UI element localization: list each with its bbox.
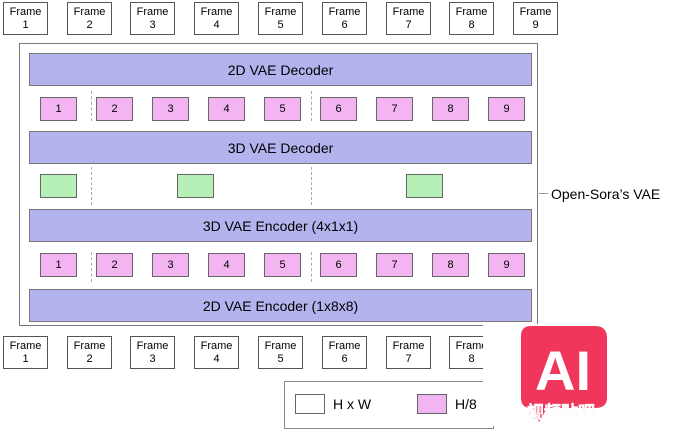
frame-number: 4 xyxy=(213,353,220,365)
group-divider-line xyxy=(311,167,312,205)
compressed-latent xyxy=(40,174,77,198)
frame-number: 3 xyxy=(149,353,156,365)
frame-word: Frame xyxy=(328,340,361,352)
frame-number: 4 xyxy=(213,19,220,31)
frame-word: Frame xyxy=(9,6,42,18)
latent-frame: 5 xyxy=(264,253,301,277)
frame-number: 7 xyxy=(405,19,412,31)
frame-word: Frame xyxy=(392,6,425,18)
latent-frame: 1 xyxy=(40,97,77,121)
legend-h8-label: H/8 xyxy=(455,396,477,412)
latent-frame: 9 xyxy=(488,253,525,277)
latent-frame: 8 xyxy=(432,253,469,277)
logo-ai-text: AI xyxy=(535,339,591,402)
group-divider-line xyxy=(91,91,92,121)
latent-frame: 3 xyxy=(152,253,189,277)
legend: H x W H/8 xyxy=(284,381,494,429)
latent-frame: 6 xyxy=(320,253,357,277)
group-divider-line xyxy=(91,167,92,205)
frame-word: Frame xyxy=(9,340,42,352)
frame-word: Frame xyxy=(73,6,106,18)
latent-frame: 7 xyxy=(376,253,413,277)
latent-frame: 2 xyxy=(96,97,133,121)
frame-word: Frame xyxy=(328,6,361,18)
legend-hw-swatch xyxy=(295,394,325,414)
vae-label-connector xyxy=(539,193,548,194)
frame-word: Frame xyxy=(136,6,169,18)
frame-number: 3 xyxy=(149,19,156,31)
frame-word: Frame xyxy=(264,6,297,18)
2d-vae-decoder-block: 2D VAE Decoder xyxy=(29,53,532,86)
frame-word: Frame xyxy=(264,340,297,352)
frame-number: 1 xyxy=(22,353,29,365)
frame-number: 8 xyxy=(468,19,475,31)
legend-h8-swatch xyxy=(417,394,447,414)
frame-number: 6 xyxy=(341,19,348,31)
legend-hw-label: H x W xyxy=(333,396,372,412)
frame-word: Frame xyxy=(455,340,488,352)
frame-word: Frame xyxy=(73,340,106,352)
latent-frame: 5 xyxy=(264,97,301,121)
watermark-logo: AI 视频贴吧 xyxy=(521,326,607,423)
latent-frame: 4 xyxy=(208,97,245,121)
frame-number: 6 xyxy=(341,353,348,365)
frame-number: 5 xyxy=(277,353,284,365)
group-divider-line xyxy=(311,91,312,121)
frame-number: 1 xyxy=(22,19,29,31)
latent-frame: 1 xyxy=(40,253,77,277)
frame-number: 2 xyxy=(86,19,93,31)
latent-frame: 3 xyxy=(152,97,189,121)
latent-frame: 8 xyxy=(432,97,469,121)
latent-frame: 7 xyxy=(376,97,413,121)
frame-number: 9 xyxy=(532,19,539,31)
logo-bubble xyxy=(521,326,607,422)
latent-frame: 6 xyxy=(320,97,357,121)
group-divider-line xyxy=(91,252,92,282)
vae-group-label: Open-Sora’s VAE xyxy=(551,186,661,202)
2d-vae-encoder-block: 2D VAE Encoder (1x8x8) xyxy=(29,289,532,322)
frame-word: Frame xyxy=(455,6,488,18)
frame-word: Frame xyxy=(136,340,169,352)
frame-word: Frame xyxy=(519,6,552,18)
latent-frame: 2 xyxy=(96,253,133,277)
frame-word: Frame xyxy=(200,340,233,352)
frame-number: 2 xyxy=(86,353,93,365)
3d-vae-decoder-block: 3D VAE Decoder xyxy=(29,131,532,164)
group-divider-line xyxy=(311,252,312,282)
frame-word: Frame xyxy=(200,6,233,18)
frame-number: 8 xyxy=(468,353,475,365)
latent-frame: 4 xyxy=(208,253,245,277)
frame-number: 5 xyxy=(277,19,284,31)
latent-frame: 9 xyxy=(488,97,525,121)
logo-caption: 视频贴吧 xyxy=(527,402,595,423)
compressed-latent xyxy=(177,174,214,198)
frame-word: Frame xyxy=(392,340,425,352)
compressed-latent xyxy=(406,174,443,198)
open-sora-vae-container xyxy=(19,43,538,326)
3d-vae-encoder-block: 3D VAE Encoder (4x1x1) xyxy=(29,209,532,242)
frame-number: 7 xyxy=(405,353,412,365)
